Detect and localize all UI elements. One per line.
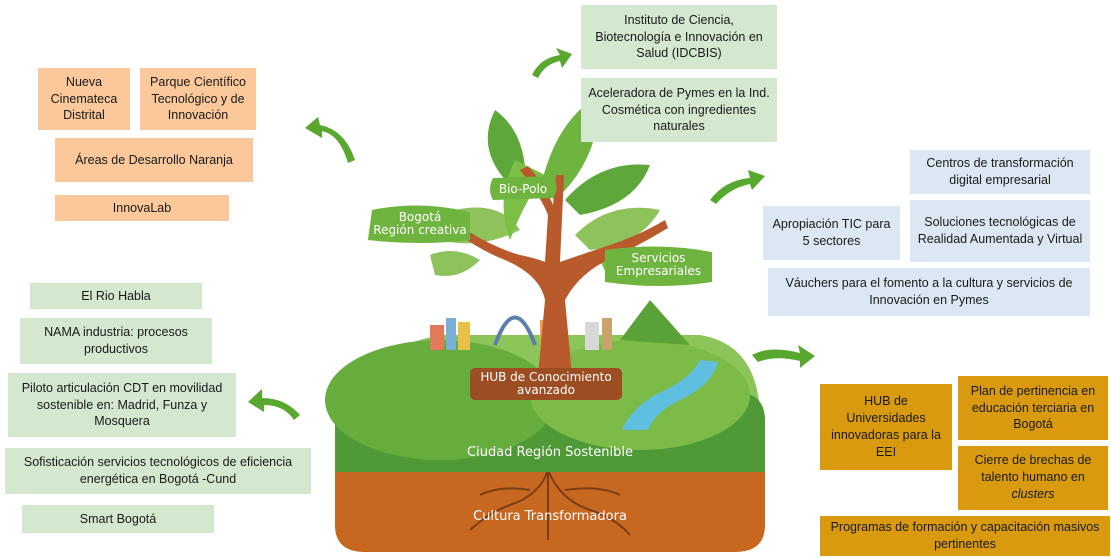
servicios-tag <box>605 246 712 286</box>
arrow-up-right <box>532 48 572 78</box>
cierre-brechas-box: Cierre de brechas de talento humano en c… <box>958 446 1108 510</box>
servicios-label: Servicios Empresariales <box>615 251 702 278</box>
river <box>622 360 718 430</box>
aceleradora-box: Aceleradora de Pymes en la Ind. Cosmétic… <box>581 78 777 142</box>
arrow-up-left <box>305 117 355 163</box>
vauchers-box: Váuchers para el fomento a la cultura y … <box>768 268 1090 316</box>
bio-polo-label: Bio-Polo <box>498 181 548 196</box>
areas-desarrollo-box: Áreas de Desarrollo Naranja <box>55 138 253 182</box>
bio-polo-tag <box>490 176 557 200</box>
rio-habla-box: El Rio Habla <box>30 283 202 309</box>
nama-box: NAMA industria: procesos productivos <box>20 318 212 364</box>
centros-box: Centros de transformación digital empres… <box>910 150 1090 194</box>
roots <box>469 469 631 540</box>
instituto-box: Instituto de Ciencia, Biotecnología e In… <box>581 5 777 69</box>
soil-base <box>335 470 765 552</box>
soluciones-box: Soluciones tecnológicas de Realidad Aume… <box>910 200 1090 262</box>
arrow-right-services <box>710 170 765 204</box>
plan-pertinencia-box: Plan de pertinencia en educación terciar… <box>958 376 1108 440</box>
cultura-label: Cultura Transformadora <box>473 509 627 525</box>
cierre-brechas-text: Cierre de brechas de talento humano en <box>974 453 1092 484</box>
nueva-cinemateca-box: Nueva Cinemateca Distrital <box>38 68 130 130</box>
sofisticacion-box: Sofisticación servicios tecnológicos de … <box>5 448 311 494</box>
cierre-brechas-clusters: clusters <box>1011 486 1055 501</box>
arrow-right-knowledge <box>752 345 815 368</box>
hub-universidades-box: HUB de Universidades innovadoras para la… <box>820 384 952 470</box>
ciudad-label: Ciudad Región Sostenible <box>467 445 633 461</box>
mountain <box>620 300 690 345</box>
piloto-box: Piloto articulación CDT en movilidad sos… <box>8 373 236 437</box>
hub-tag <box>470 368 622 400</box>
innovalab-box: InnovaLab <box>55 195 229 221</box>
arrows <box>248 48 815 420</box>
bogota-region-label: Bogotá Región creativa <box>373 210 467 237</box>
arrow-left-sustainable <box>248 389 300 420</box>
parque-cientifico-box: Parque Científico Tecnológico y de Innov… <box>140 68 256 130</box>
programas-box: Programas de formación y capacitación ma… <box>820 516 1110 556</box>
bogota-tag <box>368 205 470 243</box>
trunk <box>460 166 668 375</box>
apropiacion-box: Apropiación TIC para 5 sectores <box>763 206 900 260</box>
hub-label: HUB de Conocimiento avanzado <box>480 370 612 397</box>
front-hill-right <box>530 340 750 450</box>
smart-bogota-box: Smart Bogotá <box>22 505 214 533</box>
